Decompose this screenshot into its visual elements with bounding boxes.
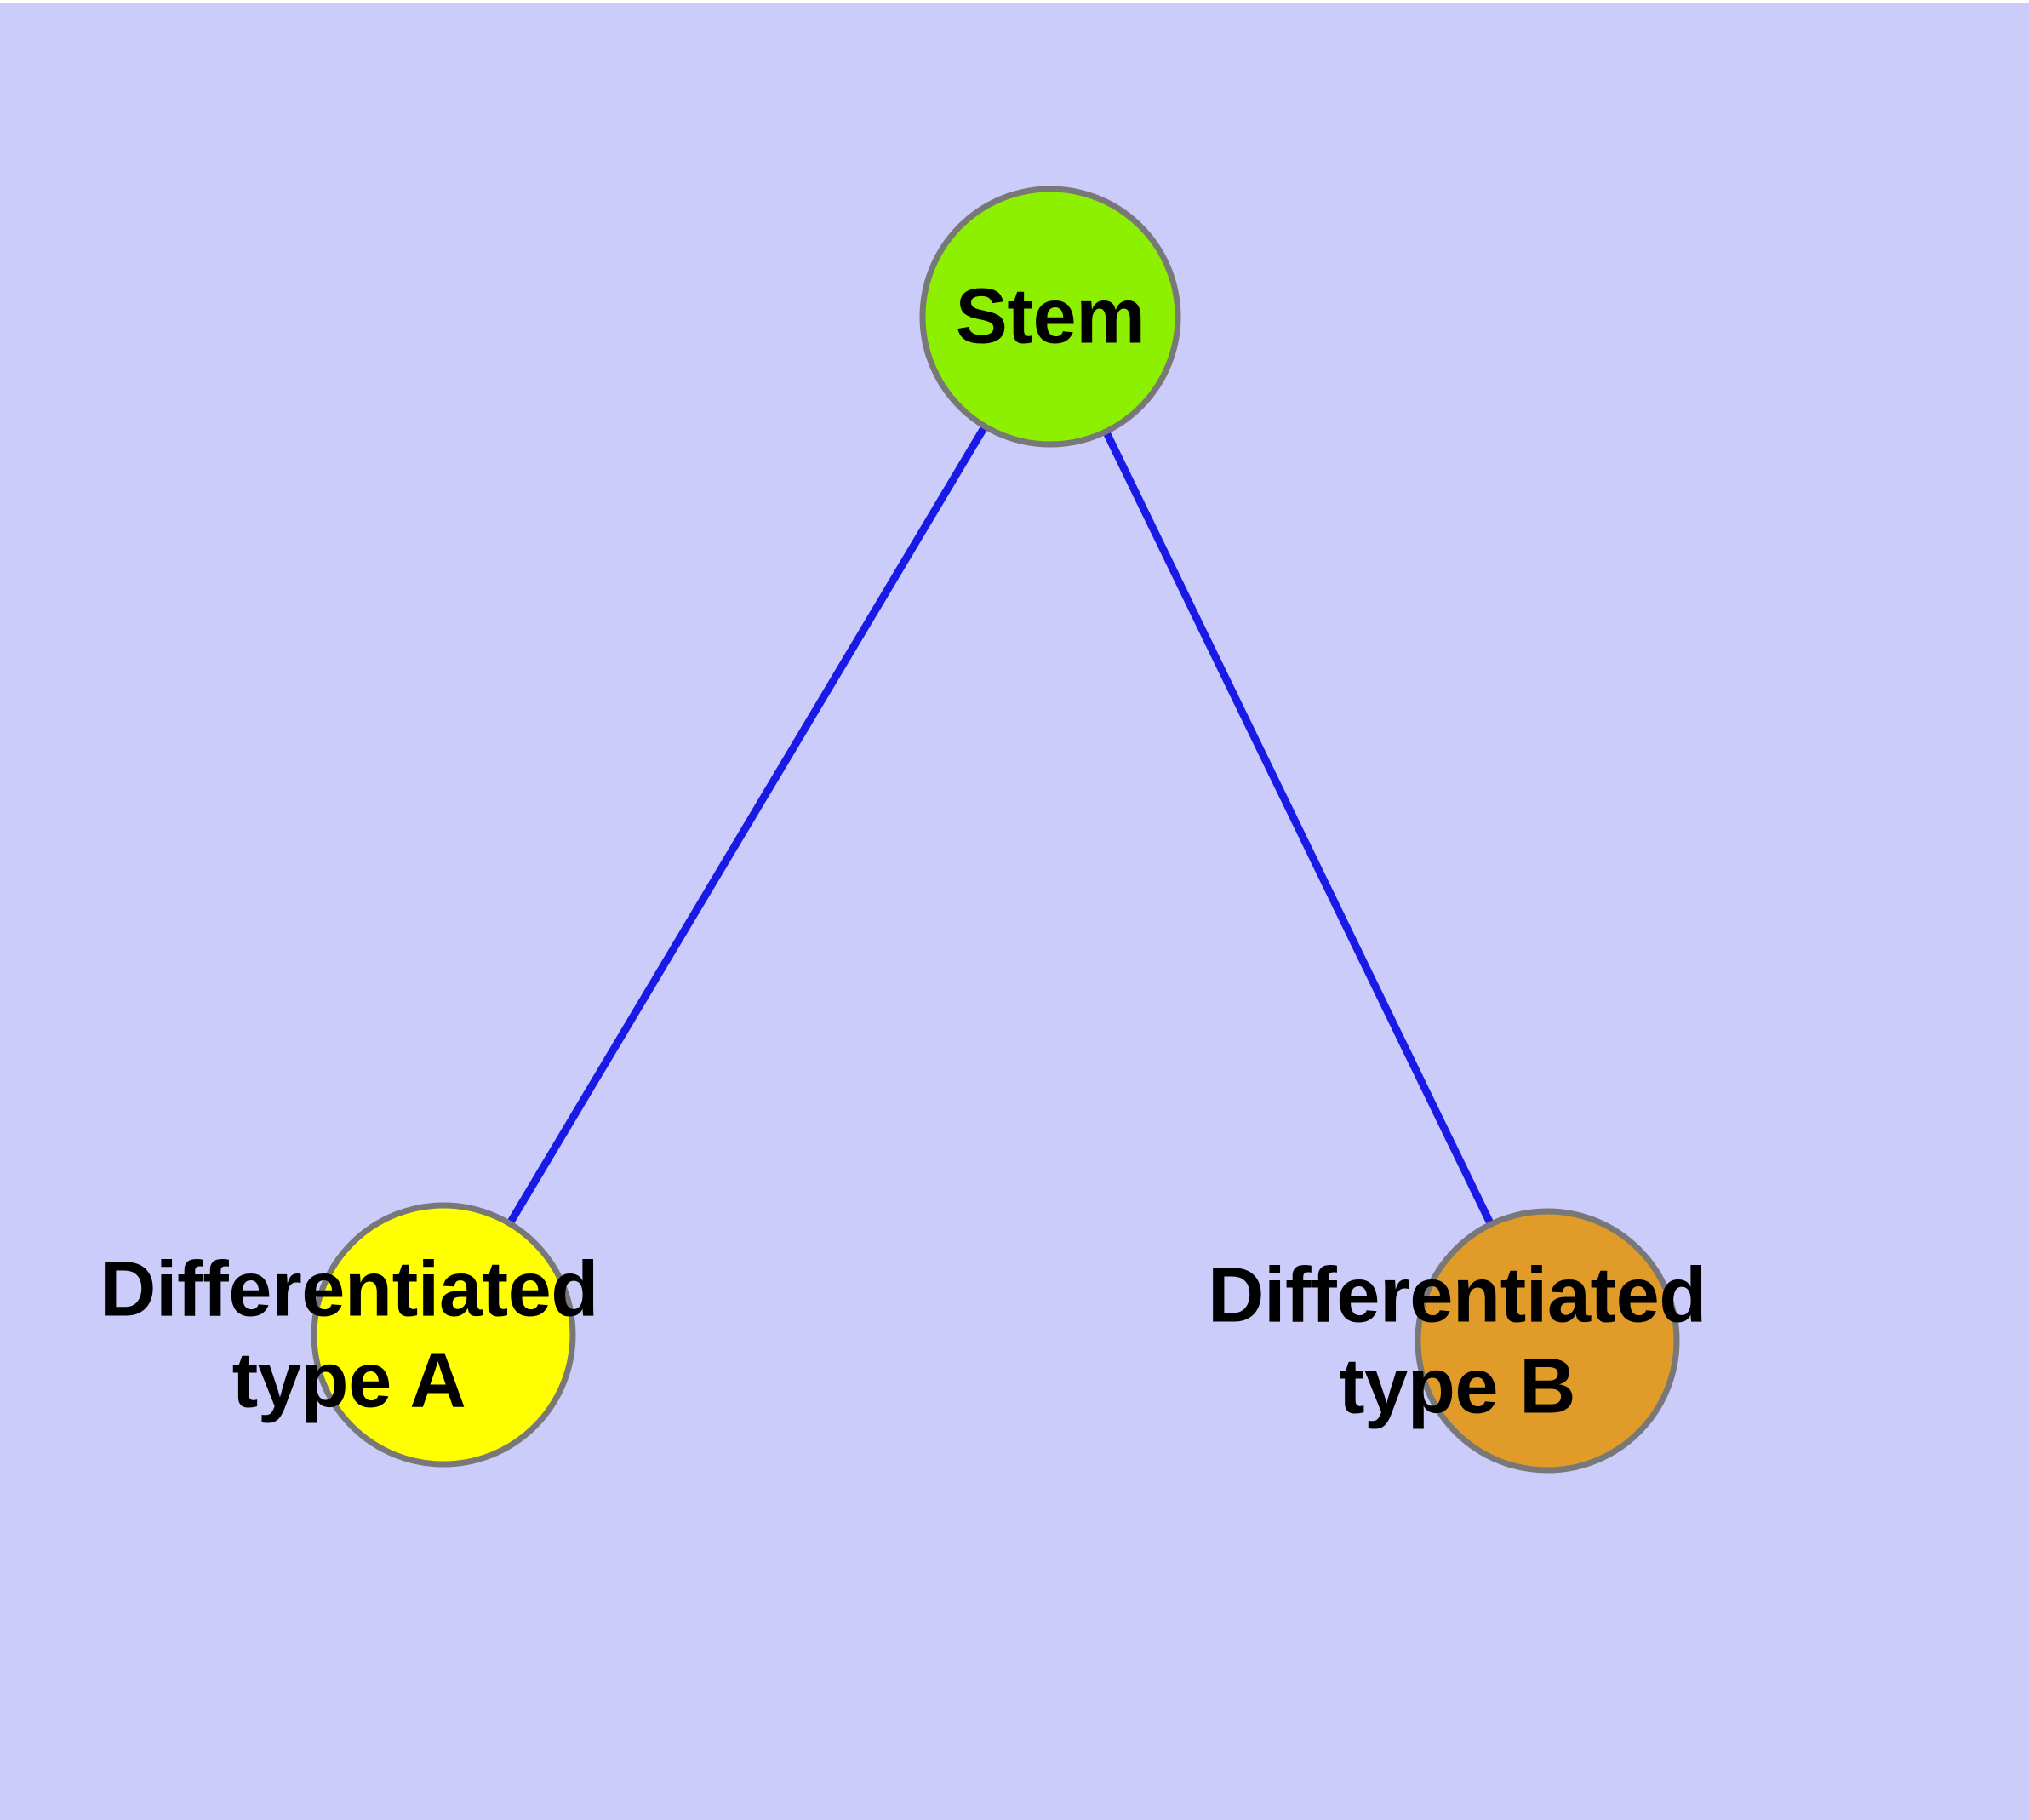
graph-node-diff_b[interactable] (1415, 1208, 1680, 1474)
graph-node-stem[interactable] (919, 186, 1181, 448)
nodes-layer (311, 186, 1680, 1474)
edges-layer (440, 314, 1552, 1342)
graph-edge[interactable] (1046, 315, 1552, 1342)
graph-node-diff_a[interactable] (311, 1202, 576, 1468)
graph-edge[interactable] (440, 314, 1054, 1337)
